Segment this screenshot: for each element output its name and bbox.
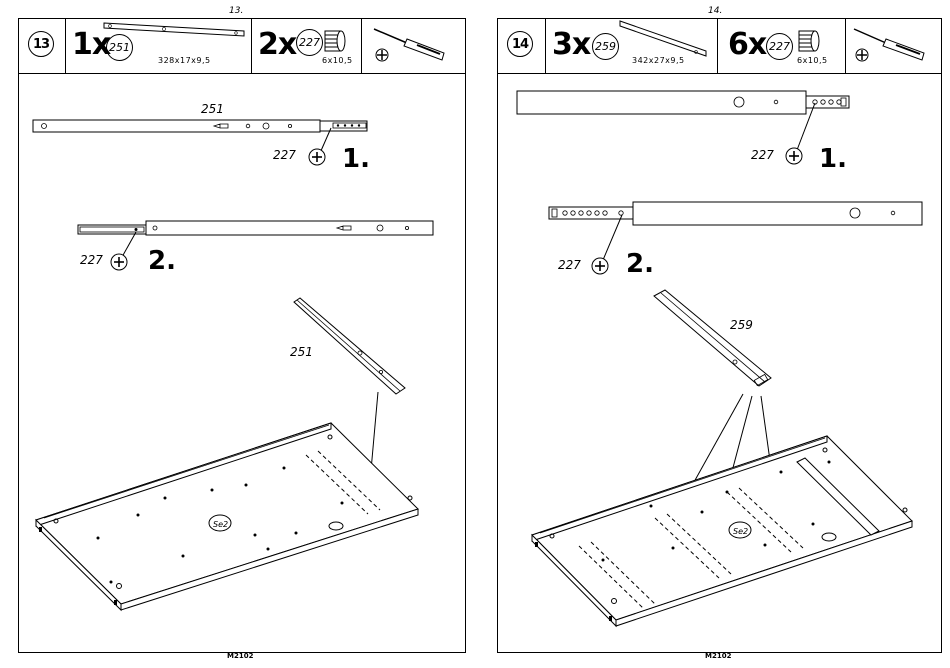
rail-259 (517, 91, 849, 114)
screw-icon (309, 149, 325, 165)
panel-board: Se2 (532, 436, 912, 626)
screw-icon (592, 258, 608, 274)
rail-251-extended (78, 221, 433, 235)
left-page: 13. 13 1x 251 328x17x9,5 2x 227 6x10,5 (0, 0, 475, 668)
right-assembly-drawing: Se2 (475, 0, 950, 668)
board-code: Se2 (213, 520, 228, 529)
rail-259-extended (549, 202, 922, 225)
rail-251-iso (294, 298, 405, 394)
rail-259-iso (654, 290, 771, 386)
screw-icon (786, 148, 802, 164)
board-code: Se2 (733, 527, 748, 536)
rail-251 (33, 120, 367, 132)
screw-icon (111, 254, 127, 270)
panel-board: Se2 (36, 423, 418, 610)
left-assembly-drawing: Se2 (0, 0, 475, 668)
right-page: 14. 14 3x 259 342x27x9,5 6x 227 6x10,5 (475, 0, 950, 668)
